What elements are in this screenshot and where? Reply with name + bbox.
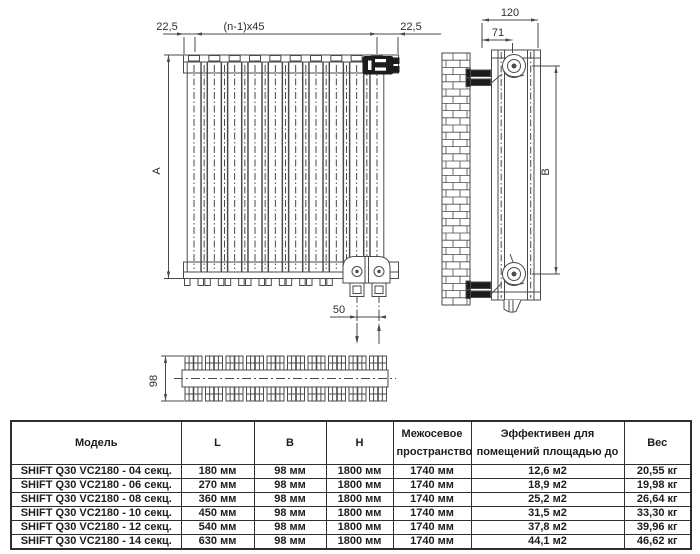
value-cell: 39,96 кг [623,520,692,535]
value-cell: 180 мм [180,464,255,479]
dim-label-bracket-71: 71 [492,27,504,39]
bottom-tube-stubs [184,278,333,286]
front-height-dimension [164,54,183,279]
value-cell: 98 мм [253,520,327,535]
model-cell: SHIFT Q30 VC2180 - 14 секц. [10,534,182,550]
value-cell: 44,1 м2 [470,534,625,550]
value-cell: 1740 мм [392,492,472,507]
value-cell: 18,9 м2 [470,478,625,493]
value-cell: 98 мм [253,478,327,493]
front-view [163,32,441,344]
value-cell: 1740 мм [392,520,472,535]
dim-label-right-offset: 22,5 [400,21,421,33]
value-cell: 1740 мм [392,506,472,521]
value-cell: 31,5 м2 [470,506,625,521]
model-cell: SHIFT Q30 VC2180 - 08 секц. [10,492,182,507]
flow-down-arrow [355,336,359,344]
port-circle-right [373,266,385,277]
value-cell: 25,2 м2 [470,492,625,507]
column-header: Эффективен для помещений площадью до [470,420,625,465]
value-cell: 1800 мм [325,492,394,507]
wall-bracket-top [465,68,503,87]
radiator-sections [186,62,385,272]
value-cell: 98 мм [253,464,327,479]
model-cell: SHIFT Q30 VC2180 - 10 секц. [10,506,182,521]
value-cell: 33,30 кг [623,506,692,521]
value-cell: 1800 мм [325,464,394,479]
side-view [441,18,560,313]
dim-label-spacing-50: 50 [333,304,345,316]
value-cell: 12,6 м2 [470,464,625,479]
column-header: Межосевое пространство [392,420,472,465]
column-header: B [253,420,327,465]
value-cell: 37,8 м2 [470,520,625,535]
value-cell: 1800 мм [325,478,394,493]
value-cell: 630 мм [180,534,255,550]
column-header: L [180,420,255,465]
column-header: H [325,420,394,465]
value-cell: 46,62 кг [623,534,692,550]
dim-label-pitch: (n-1)x45 [224,21,265,33]
dim-label-height-A: A [151,167,163,175]
dim-label-depth-98: 98 [148,375,160,387]
wall-bracket-bottom [465,280,503,299]
model-cell: SHIFT Q30 VC2180 - 12 секц. [10,520,182,535]
model-cell: SHIFT Q30 VC2180 - 04 секц. [10,464,182,479]
value-cell: 26,64 кг [623,492,692,507]
value-cell: 1800 мм [325,506,394,521]
value-cell: 20,55 кг [623,464,692,479]
column-header: Модель [10,420,182,465]
port-circle-left [351,266,363,277]
side-depth-dimension [481,18,539,48]
brick-pattern [442,53,470,306]
column-header: Вес [623,420,692,465]
value-cell: 270 мм [180,478,255,493]
value-cell: 1800 мм [325,520,394,535]
dim-label-depth-120: 120 [501,7,519,19]
bottom-port-right [371,282,387,297]
top-tube-stubs [188,55,383,62]
top-valve [362,56,400,75]
bottom-spacing-dimension [330,297,386,344]
tube-cross-sections [184,355,387,402]
value-cell: 1740 мм [392,478,472,493]
mount-collar-bottom [502,253,526,286]
top-view [161,355,396,402]
model-cell: SHIFT Q30 VC2180 - 06 секц. [10,478,182,493]
side-bracket-dimension [482,38,513,53]
dimension-labels: 22,5 (n-1)x45 22,5 A 50 120 71 B 98 [148,7,552,387]
value-cell: 19,98 кг [623,478,692,493]
value-cell: 540 мм [180,520,255,535]
value-cell: 98 мм [253,534,327,550]
bottom-connection-block [342,256,391,297]
value-cell: 98 мм [253,506,327,521]
top-view-depth-dimension [161,355,184,402]
value-cell: 1740 мм [392,464,472,479]
bottom-port-left [349,282,365,297]
value-cell: 98 мм [253,492,327,507]
mount-collar-top [502,54,526,78]
value-cell: 1740 мм [392,534,472,550]
dim-label-left-offset: 22,5 [156,21,177,33]
dim-label-axial-B: B [540,168,552,175]
value-cell: 450 мм [180,506,255,521]
flow-up-arrow [377,323,381,331]
value-cell: 1800 мм [325,534,394,550]
front-top-dimension [163,32,441,54]
side-bottom-fitting [503,299,522,313]
value-cell: 360 мм [180,492,255,507]
technical-drawing: 22,5 (n-1)x45 22,5 A 50 120 71 B 98 [148,7,560,402]
side-axial-dimension [532,65,560,275]
